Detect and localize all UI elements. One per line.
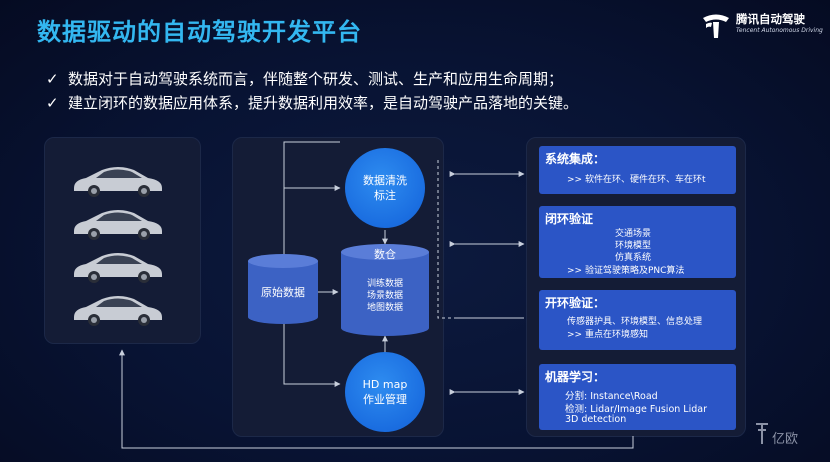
check-icon: ✓ bbox=[46, 94, 59, 112]
box-title: 机器学习： bbox=[545, 370, 606, 384]
warehouse-item: 训练数据 bbox=[366, 279, 403, 289]
box-line: >> 重点在环境感知 bbox=[567, 330, 648, 340]
raw-data-cylinder: 原始数据 bbox=[248, 254, 318, 324]
warehouse-item: 地图数据 bbox=[366, 303, 403, 313]
system-integration-box: 系统集成： >> 软件在环、硬件在环、车在环t bbox=[539, 146, 736, 194]
logo-subtitle: Tencent Autonomous Driving bbox=[736, 27, 823, 34]
open-loop-validation-box: 开环验证： 传感器护具、环境模型、信息处理 >> 重点在环境感知 bbox=[539, 290, 736, 350]
box-line: 分割: Instance\Road bbox=[565, 391, 658, 402]
logo-name: 腾讯自动驾驶 bbox=[736, 12, 805, 26]
bullet-text: 数据对于自动驾驶系统而言，伴随整个研发、测试、生产和应用生命周期； bbox=[68, 70, 564, 88]
tencent-logo: 腾讯自动驾驶 Tencent Autonomous Driving bbox=[700, 10, 823, 46]
box-line: 传感器护具、环境模型、信息处理 bbox=[567, 317, 703, 327]
box-line: 交通场景 bbox=[615, 229, 652, 239]
box-line: 检测: Lidar/Image Fusion Lidar bbox=[565, 404, 707, 415]
yiou-watermark-icon bbox=[756, 423, 768, 444]
watermark: 亿欧 bbox=[772, 432, 799, 447]
box-title: 系统集成： bbox=[545, 152, 606, 166]
car-image bbox=[74, 167, 162, 197]
cleaning-label-2: 标注 bbox=[374, 189, 396, 202]
box-title: 闭环验证 bbox=[545, 212, 594, 226]
check-icon: ✓ bbox=[46, 70, 59, 88]
car-image bbox=[74, 210, 162, 240]
box-line: 环境模型 bbox=[615, 241, 652, 251]
data-cleaning-node: 数据清洗 标注 bbox=[345, 148, 425, 228]
box-title: 开环验证： bbox=[545, 296, 606, 310]
bullet-item: ✓ 建立闭环的数据应用体系，提升数据利用效率，是自动驾驶产品落地的关键。 bbox=[46, 92, 578, 113]
hd-map-node: HD map 作业管理 bbox=[345, 352, 425, 432]
car-image bbox=[74, 296, 162, 326]
box-line: >> 验证驾驶策略及PNC算法 bbox=[567, 266, 685, 276]
data-warehouse-cylinder: 数仓 训练数据 场景数据 地图数据 bbox=[341, 244, 429, 336]
warehouse-item: 场景数据 bbox=[366, 291, 403, 301]
tencent-logo-icon bbox=[703, 14, 729, 38]
hdmap-label-2: 作业管理 bbox=[363, 393, 407, 406]
page-title: 数据驱动的自动驾驶开发平台 bbox=[37, 18, 362, 46]
bullet-item: ✓ 数据对于自动驾驶系统而言，伴随整个研发、测试、生产和应用生命周期； bbox=[46, 68, 563, 89]
machine-learning-box: 机器学习： 分割: Instance\Road 检测: Lidar/Image … bbox=[539, 364, 736, 430]
cleaning-label-1: 数据清洗 bbox=[363, 174, 407, 187]
hdmap-label-1: HD map bbox=[362, 378, 408, 391]
raw-data-label: 原始数据 bbox=[261, 286, 305, 299]
car-image bbox=[74, 253, 162, 283]
box-line: 仿真系统 bbox=[615, 253, 652, 263]
bullet-text: 建立闭环的数据应用体系，提升数据利用效率，是自动驾驶产品落地的关键。 bbox=[68, 94, 579, 112]
closed-loop-validation-box: 闭环验证 交通场景 环境模型 仿真系统 >> 验证驾驶策略及PNC算法 bbox=[539, 206, 736, 278]
box-line: >> 软件在环、硬件在环、车在环t bbox=[567, 175, 706, 185]
box-line: 3D detection bbox=[565, 414, 627, 425]
warehouse-title: 数仓 bbox=[374, 248, 396, 261]
